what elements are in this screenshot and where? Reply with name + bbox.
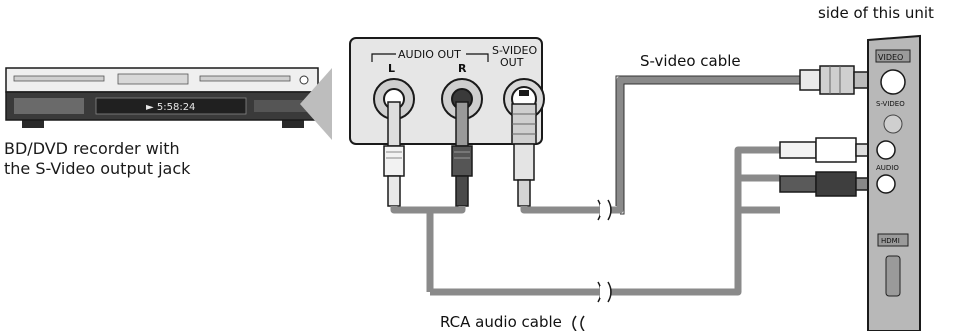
svideo-cable-lower (520, 206, 600, 214)
audio-out-label: AUDIO OUT (398, 48, 461, 61)
svideo-out-label-line2: OUT (500, 56, 524, 69)
bd-dvd-recorder: ► 5:58:24 BD/DVD recorder with the S-Vid… (4, 67, 319, 178)
rca-audio-cable-label: RCA audio cable (440, 313, 562, 331)
recorder-logo-area (14, 98, 84, 114)
unit-side-panel: VIDEO S-VIDEO AUDIO HDMI (867, 34, 921, 331)
unit-hdmi-label: HDMI (881, 237, 900, 245)
cable-outlines (615, 75, 800, 215)
recorder-display-text: ► 5:58:24 (146, 102, 195, 113)
rca-plug-red (451, 101, 473, 207)
audio-left-label: L (388, 62, 395, 75)
recorder-caption-line1: BD/DVD recorder with (4, 139, 180, 158)
svideo-cable-upper (610, 76, 800, 214)
rca-plug-white-unit (779, 137, 877, 163)
recorder-display (95, 97, 247, 115)
svideo-plug-recorder (511, 103, 537, 207)
disc-tray (117, 73, 189, 85)
rca-cable-to-white (734, 146, 780, 178)
unit-video-label: VIDEO (878, 53, 903, 62)
recorder-controls (254, 100, 310, 112)
audio-right-label: R (458, 62, 467, 75)
cables (390, 76, 800, 296)
rca-cable-bottom-right (610, 174, 780, 296)
unit-svideo-port (880, 69, 906, 95)
unit-audio-right-port (876, 174, 896, 194)
power-button-icon (299, 75, 309, 85)
rca-cable-left (390, 206, 434, 292)
pointer-arrow-icon (300, 68, 332, 140)
svideo-out-label-line1: S-VIDEO (492, 44, 537, 57)
recorder-foot-right (282, 120, 304, 128)
rca-plug-red-unit (779, 171, 877, 197)
recorder-foot-left (22, 120, 44, 128)
recorder-caption-line2: the S-Video output jack (4, 159, 191, 178)
svideo-plug-unit (799, 65, 869, 95)
unit-audio-left-port (876, 140, 896, 160)
unit-side-caption: side of this unit (818, 4, 934, 22)
unit-svideo-label: S-VIDEO (876, 100, 905, 108)
unit-audio-label: AUDIO (876, 164, 899, 172)
unit-hdmi-port (885, 255, 901, 297)
unit-video-port (883, 114, 903, 134)
cable-break-marks (572, 199, 612, 331)
svideo-cable-label: S-video cable (640, 52, 741, 70)
rca-cable-right (430, 206, 466, 214)
